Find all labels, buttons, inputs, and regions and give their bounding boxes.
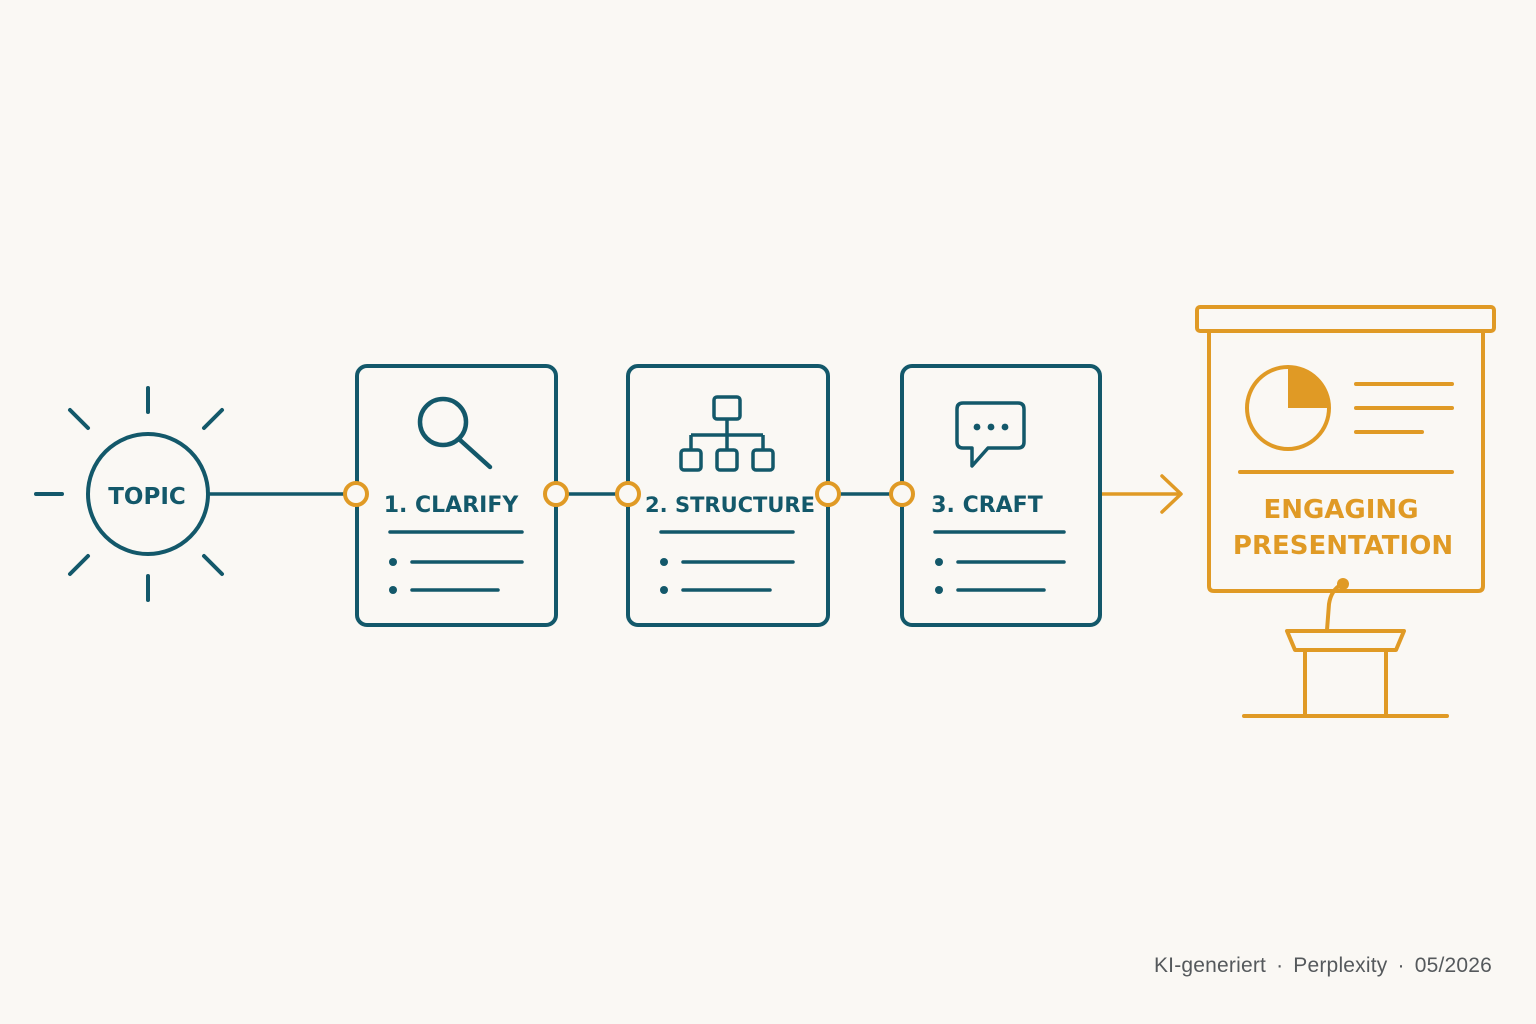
connector-arrow — [1100, 474, 1183, 514]
sun-ray — [68, 408, 90, 430]
attribution-footer: KI-generiert · Perplexity · 05/2026 — [1154, 954, 1492, 978]
text-lines — [659, 530, 795, 592]
footer-separator: · — [1276, 954, 1284, 977]
result-label-line2: PRESENTATION — [1233, 531, 1453, 561]
footer-separator: · — [1397, 954, 1405, 977]
connector-node — [889, 481, 915, 507]
step-label: 2. STRUCTURE — [645, 493, 815, 517]
board-screen — [1207, 329, 1485, 593]
board-top-bar — [1195, 305, 1496, 333]
footer-tool: Perplexity — [1293, 954, 1388, 977]
connector-node — [815, 481, 841, 507]
podium-icon — [1285, 629, 1406, 652]
sun-ray — [202, 554, 224, 576]
step-label: 1. CLARIFY — [384, 493, 520, 518]
magnifier-icon — [417, 396, 493, 470]
sun-icon — [34, 386, 224, 602]
microphone-head — [1337, 578, 1349, 590]
result-label-line1: ENGAGING — [1263, 495, 1418, 525]
pie-slice — [1288, 367, 1329, 408]
step-card-craft: 3. CRAFT — [900, 364, 1102, 627]
footer-date: 05/2026 — [1414, 954, 1492, 977]
connector-node — [343, 481, 369, 507]
step-label: 3. CRAFT — [931, 493, 1042, 518]
chat-bubble-icon — [955, 401, 1026, 468]
sun-ray — [202, 408, 224, 430]
bullet-points — [660, 558, 668, 594]
bullet-points — [389, 558, 397, 594]
connector-node — [543, 481, 569, 507]
step-card-clarify: 1. CLARIFY — [355, 364, 558, 627]
text-lines — [388, 530, 524, 592]
topic-label: TOPIC — [108, 484, 186, 510]
sun-ray — [68, 554, 90, 576]
footer-source-type: KI-generiert — [1153, 954, 1267, 977]
connector-nodes — [343, 481, 915, 507]
bullet-points — [935, 558, 943, 594]
connector-node — [615, 481, 641, 507]
step-card-structure: 2. STRUCTURE — [626, 364, 830, 627]
presentation-board-icon — [1195, 305, 1496, 718]
hierarchy-icon — [679, 395, 775, 472]
text-lines — [933, 530, 1066, 592]
